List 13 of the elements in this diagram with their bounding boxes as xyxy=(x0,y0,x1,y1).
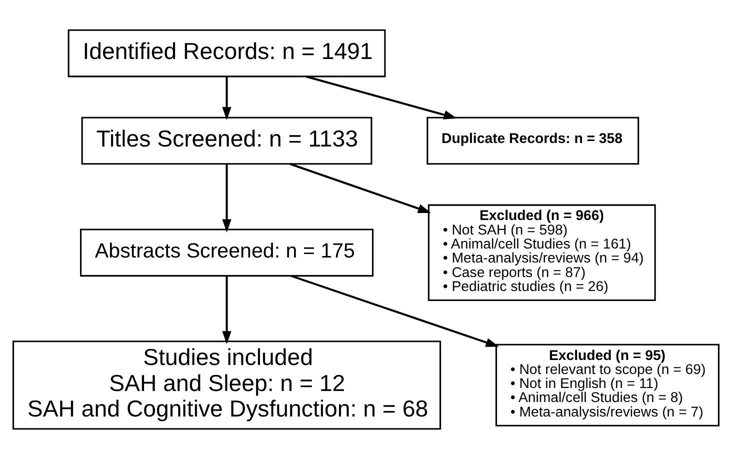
node-box: Excluded (n = 966) • Not SAH (n = 598) • Animal/cell Studies (n = 161) • Meta-analysis/reviews (n = 94) • Case reports (n = 87) • Pediatric studies (n = 26) xyxy=(428,204,656,301)
arrow xyxy=(306,75,457,119)
arrow xyxy=(290,162,432,212)
arrow xyxy=(222,275,232,344)
arrow xyxy=(290,274,499,346)
node-box: Studies included SAH and Sleep: n = 12 SAH and Cognitive Dysfunction: n = 68 xyxy=(12,340,442,430)
node-box: Excluded (n = 95) • Not relevant to scope (n = 69) • Not in English (n = 11) • Animal/cell Studies (n = 8) • Meta-analysis/reviews (n = 7) xyxy=(495,343,720,426)
node-box: Abstracts Screened: n = 175 xyxy=(80,228,374,276)
node-box: Identified Records: n = 1491 xyxy=(68,28,386,77)
arrow xyxy=(222,76,232,120)
arrow xyxy=(222,164,232,232)
node-box: Titles Screened: n = 1133 xyxy=(81,116,372,164)
node-box: Duplicate Records: n = 358 xyxy=(426,116,640,164)
